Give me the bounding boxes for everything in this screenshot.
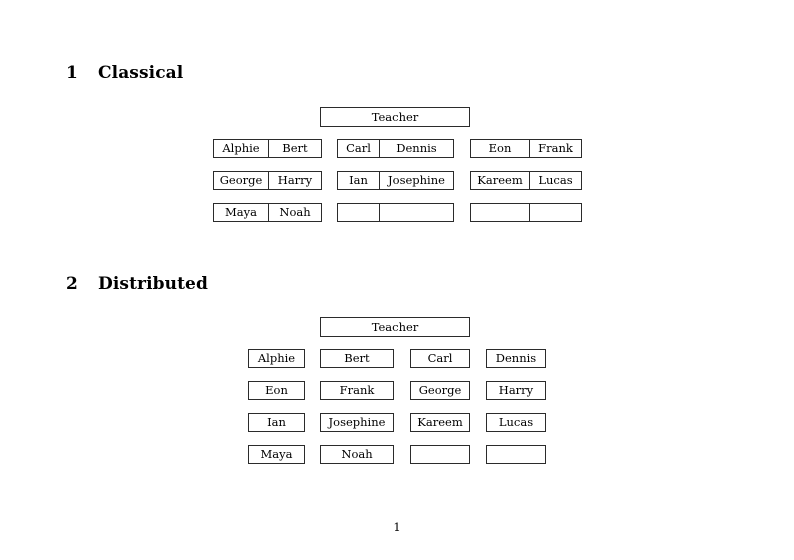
student-box: George <box>410 381 470 400</box>
student-cell: Dennis <box>379 140 453 157</box>
student-box: Ian <box>248 413 305 432</box>
student-box: Frank <box>320 381 394 400</box>
student-cell: Maya <box>225 205 257 219</box>
student-pair-empty <box>470 203 582 222</box>
section-title: Distributed <box>98 274 208 294</box>
student-box-empty <box>410 445 470 464</box>
student-cell-empty <box>529 204 581 221</box>
student-cell-empty <box>338 204 379 221</box>
student-box: Lucas <box>486 413 546 432</box>
student-box: Maya <box>248 445 305 464</box>
section-number: 1 <box>66 63 78 83</box>
student-cell: Josephine <box>379 172 453 189</box>
student-box: Eon <box>248 381 305 400</box>
student-pair: Kareem Lucas <box>470 171 582 190</box>
student-box: Noah <box>320 445 394 464</box>
student-box-empty <box>486 445 546 464</box>
teacher-box-distributed: Teacher <box>320 317 470 337</box>
student-cell: Alphie <box>222 141 260 155</box>
student-cell-empty <box>471 204 529 221</box>
student-pair-empty <box>337 203 454 222</box>
student-cell: Frank <box>529 140 581 157</box>
student-box: Dennis <box>486 349 546 368</box>
student-pair: George Harry <box>213 171 322 190</box>
student-cell: Eon <box>488 141 512 155</box>
section-heading-distributed: 2 Distributed <box>66 274 208 294</box>
section-number: 2 <box>66 274 78 294</box>
student-cell: Carl <box>346 141 371 155</box>
student-cell: Ian <box>349 173 368 187</box>
student-cell: Harry <box>268 172 321 189</box>
student-box: Alphie <box>248 349 305 368</box>
student-box: Carl <box>410 349 470 368</box>
student-box: Josephine <box>320 413 394 432</box>
student-pair: Carl Dennis <box>337 139 454 158</box>
student-box: Bert <box>320 349 394 368</box>
student-pair: Alphie Bert <box>213 139 322 158</box>
section-title: Classical <box>98 63 184 83</box>
student-pair: Ian Josephine <box>337 171 454 190</box>
section-heading-classical: 1 Classical <box>66 63 183 83</box>
student-pair: Eon Frank <box>470 139 582 158</box>
student-cell: Noah <box>268 204 321 221</box>
teacher-box-classical: Teacher <box>320 107 470 127</box>
student-cell: Lucas <box>529 172 581 189</box>
student-cell: Bert <box>268 140 321 157</box>
student-pair: Maya Noah <box>213 203 322 222</box>
student-cell-empty <box>379 204 453 221</box>
student-cell: Kareem <box>477 173 523 187</box>
student-box: Harry <box>486 381 546 400</box>
page-number: 1 <box>393 520 401 534</box>
student-cell: George <box>219 173 263 187</box>
student-box: Kareem <box>410 413 470 432</box>
